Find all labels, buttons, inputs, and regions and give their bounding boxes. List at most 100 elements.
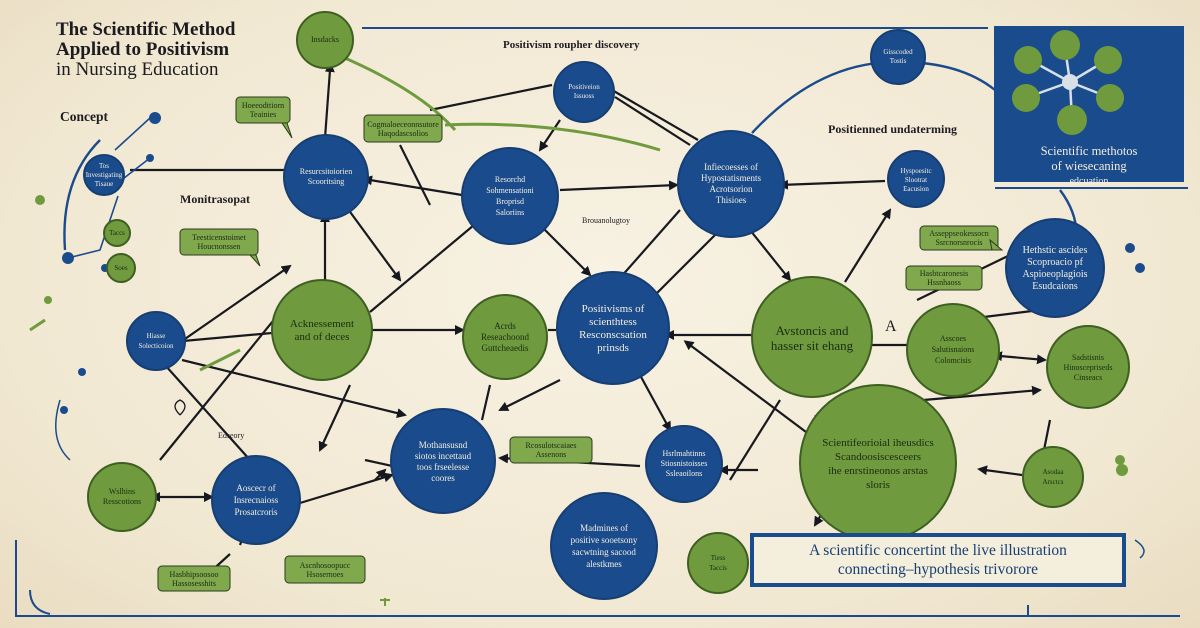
callout-1-l1: Hoeeodttiorn xyxy=(241,101,285,110)
node-blue-lm-l3: toos frseelesse xyxy=(416,462,470,472)
callout-2: Cogmaloeceonnsutore Haqodascsolios xyxy=(364,115,442,142)
node-tr-small-l2: Tostis xyxy=(889,57,907,65)
node-blue-rr-l1: Hethstic ascides xyxy=(1022,245,1088,256)
node-blue-sm-l3: Ssleaoilons xyxy=(665,469,703,478)
callout-5-l2: Hssnhaoss xyxy=(927,278,961,287)
node-left-small-1-label: Taccs xyxy=(109,229,125,237)
callout-7-l2: Hsosernoes xyxy=(306,569,344,579)
node-left-mid: Hiasse Solecticoion xyxy=(130,327,182,355)
node-green-d: Asscoes Salutisnaions Colomcisis xyxy=(916,328,990,370)
callout-4-l2: Ssrcnorsnrocis xyxy=(935,238,983,247)
node-bl-green-l2: Resscotions xyxy=(102,497,142,506)
node-blue-b-l2: Sohmensationi xyxy=(486,186,534,195)
node-blue-a: Resurcsitoiorien Scooritsing xyxy=(290,160,362,194)
callout-2-l2: Haqodascsolios xyxy=(377,128,429,138)
node-blue-center-l2: scienthtess xyxy=(589,316,637,328)
node-green-e: Sadstisnis Hinoscepriseds Cinseacs xyxy=(1053,350,1123,386)
node-green-big: Scientifeorioial iheusdics Scandoosisces… xyxy=(812,432,944,496)
node-green-a-l1: Acknessement xyxy=(289,318,355,330)
node-top-right-small: Gisscoded Tostis xyxy=(874,44,922,70)
node-top-green-label: Insdacks xyxy=(311,35,339,44)
panel-caption-line-2: of wiesecaning xyxy=(1051,159,1127,173)
node-green-f-l2: Arsctcs xyxy=(1042,478,1064,486)
node-blue-rr-l4: Esudcaions xyxy=(1032,281,1078,292)
node-left-small-2-label: Soes xyxy=(114,264,128,272)
node-green-e-l2: Hinoscepriseds xyxy=(1063,363,1113,372)
node-green-c-l1: Avstoncis and xyxy=(775,323,849,338)
node-green-b-l1: Acrds xyxy=(494,320,516,331)
node-blue-lm-l2: siotos incettaud xyxy=(414,451,472,461)
node-blue-d-l2: Slootrat xyxy=(904,175,928,184)
label-small-c: Edseory xyxy=(218,431,245,440)
node-left-blue-l3: Tisaue xyxy=(94,179,114,188)
node-green-b-l3: Guttcheaedis xyxy=(481,342,529,353)
label-right-mid: Positienned undaterming xyxy=(828,122,958,136)
title-line-2: Applied to Positivism xyxy=(56,39,230,60)
node-blue-a-l1: Resurcsitoiorien xyxy=(299,167,353,176)
node-blue-a-l2: Scooritsing xyxy=(307,177,345,186)
node-green-big-l2: Scandoosiscesceers xyxy=(834,451,922,463)
node-left-blue-l2: Investigating xyxy=(85,170,123,179)
node-blue-bottom-left: Aoscecr of Insrecnaioss Prosatcroris xyxy=(220,480,292,520)
callout-6-l1: Rcosulotscaiaes xyxy=(525,441,577,450)
title-line-1: The Scientific Method xyxy=(56,19,236,40)
node-left-blue-l1: Tos xyxy=(98,161,109,170)
bottom-banner: A scientific concertint the live illustr… xyxy=(750,533,1126,587)
panel-caption-line-3: edcuation xyxy=(1069,176,1109,187)
node-blue-center-l3: Resconscsation xyxy=(579,329,647,341)
title-line-3: in Nursing Education xyxy=(56,59,219,80)
node-green-a: Acknessement and of deces xyxy=(282,315,362,347)
node-blue-b-l4: Saloriins xyxy=(495,208,525,217)
node-blue-d: Hyspoesitc Slootrat Eacusion xyxy=(891,164,941,196)
node-blue-center-l1: Positivisms of xyxy=(581,303,645,315)
callout-2-l1: Cogmaloeceonnsutore xyxy=(367,119,439,129)
node-green-f: Asodaa Arsctcs xyxy=(1028,464,1078,490)
node-bl-green-l1: Wslhins xyxy=(108,487,136,496)
callout-6: Rcosulotscaiaes Assenons xyxy=(510,437,592,463)
callout-1: Hoeeodttiorn Teainies xyxy=(236,97,290,123)
node-green-d-l2: Salutisnaions xyxy=(931,344,975,354)
node-blue-c-l2: Hypostatisments xyxy=(701,173,761,183)
callout-5-l1: Hasbtcaronesis xyxy=(919,269,969,278)
node-blue-lm-l4: coores xyxy=(431,473,455,483)
node-blue-b-l3: Broprisd xyxy=(496,197,524,206)
label-concept: Concept xyxy=(60,109,108,124)
node-top-green: Insdacks xyxy=(297,30,353,50)
node-blue-c-l1: Infiecoesses of xyxy=(704,162,758,172)
node-small-top-l1: Positiveion xyxy=(568,83,600,91)
node-bottom-left-green: Wslhins Resscotions xyxy=(94,484,150,510)
connector-lines xyxy=(130,62,1052,587)
label-monitor: Monitrasopat xyxy=(180,192,250,206)
node-green-e-l1: Sadstisnis xyxy=(1071,353,1104,362)
node-blue-bottom-l2: positive sooetsony xyxy=(570,535,638,545)
node-tr-small-l1: Gisscoded xyxy=(883,48,913,56)
node-left-small-1: Taccs xyxy=(104,227,130,239)
callout-4: Asseppseokessocn Ssrcnorsnrocis xyxy=(920,226,998,250)
node-green-b: Acrds Reseachoond Guttcheaedis xyxy=(470,316,540,358)
node-blue-rr-l2: Scoproacio pf xyxy=(1027,257,1083,268)
node-blue-sm-l2: Stiosnistoisses xyxy=(660,459,708,468)
callout-7: Ascnhosoopucc Hsosernoes xyxy=(285,556,365,583)
node-bottom-small: Tiess Taccis xyxy=(698,550,738,576)
node-blue-right: Hethstic ascides Scoproacio pf Aspioeopl… xyxy=(1014,244,1096,294)
node-blue-bl-l1: Aoscecr of xyxy=(236,483,276,493)
panel-caption: Scientific methotos of wiesecaning edcua… xyxy=(1000,144,1178,189)
nodes xyxy=(83,11,1130,600)
callout-6-l2: Assenons xyxy=(535,450,567,459)
node-blue-center: Positivisms of scienthtess Resconscsatio… xyxy=(566,300,660,358)
node-blue-bottom: Madmines of positive sooetsony sacwtning… xyxy=(560,520,648,572)
node-blue-lm-l1: Mothansusnd xyxy=(418,440,468,450)
callout-7-l1: Ascnhosoopucc xyxy=(299,560,351,570)
node-blue-d-l3: Eacusion xyxy=(903,184,929,193)
label-small-b: Brouanolugtoy xyxy=(582,216,630,225)
callout-8: Hasbhipsoosoo Hassosesshits xyxy=(158,566,230,591)
frame-lines xyxy=(15,27,1188,617)
node-blue-bottom-l4: alestkmes xyxy=(586,559,622,569)
node-blue-b-l1: Resorchd xyxy=(494,175,526,184)
node-blue-bl-l2: Insrecnaioss xyxy=(233,495,279,505)
callout-5: Hasbtcaronesis Hssnhaoss xyxy=(906,266,982,290)
node-green-c: Avstoncis and hasser sit ehang xyxy=(760,320,864,356)
callout-1-l2: Teainies xyxy=(249,110,277,119)
